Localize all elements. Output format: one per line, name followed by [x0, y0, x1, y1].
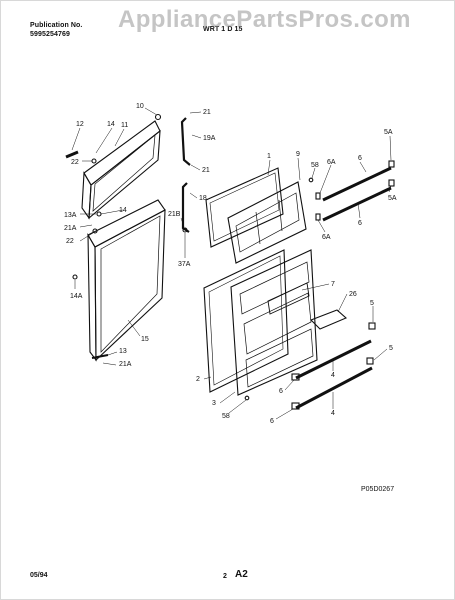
callout-21a-bottom: 21A [119, 361, 132, 368]
publication-number: 5995254769 [30, 31, 70, 38]
callout-6-mid: 6 [358, 220, 362, 227]
fresh-handle [181, 182, 190, 233]
footer-date: 05/94 [30, 572, 48, 579]
freezer-gasket-inner [209, 172, 280, 242]
callout-18: 18 [199, 195, 207, 202]
hinge-12 [65, 150, 79, 159]
shelf-bar-upper-2 [322, 186, 392, 222]
callout-6a-top: 6A [327, 159, 336, 166]
callout-5-upper: 5 [370, 300, 374, 307]
fresh-door-gasket [100, 215, 161, 353]
callout-21a-top: 21A [64, 225, 77, 232]
freezer-liner-divider [255, 211, 261, 245]
callout-21b: 21B [168, 211, 181, 218]
part-13 [91, 354, 109, 359]
callout-3: 3 [212, 400, 216, 407]
end-cap-5a-2 [388, 179, 395, 187]
fresh-liner-top-shelf [239, 261, 310, 315]
part-22-lower [92, 228, 98, 234]
part-14 [96, 211, 102, 217]
watermark: AppliancePartsPros.com [118, 6, 411, 33]
callout-11: 11 [121, 122, 128, 129]
callout-15: 15 [141, 336, 149, 343]
callout-6-top: 6 [358, 155, 362, 162]
callout-6a-bottom: 6A [322, 234, 331, 241]
callout-26: 26 [349, 291, 357, 298]
end-cap-5a-1 [388, 160, 395, 168]
end-cap-5-1 [368, 322, 376, 330]
freezer-liner [227, 181, 307, 264]
callout-14-mid: 14 [119, 207, 127, 214]
shelf-bar-upper-1 [322, 166, 392, 202]
callout-19a: 19A [203, 135, 216, 142]
dairy-door [267, 282, 310, 315]
callout-21-top: 21 [203, 109, 211, 116]
callout-5-lower: 5 [389, 345, 393, 352]
callout-14-top: 14 [107, 121, 115, 128]
fresh-door-panel [94, 209, 166, 362]
callout-13a: 13A [64, 212, 77, 219]
fresh-liner-bottom-shelf [245, 328, 314, 388]
freezer-gasket [205, 167, 284, 248]
callout-13: 13 [119, 348, 127, 355]
freezer-door-panel [88, 129, 161, 220]
freezer-liner-divider-2 [278, 199, 283, 232]
part-21b [182, 227, 188, 233]
callout-58-top: 58 [311, 162, 319, 169]
footer-page: 2 [223, 573, 227, 580]
egg-tray [310, 309, 348, 330]
shelf-bar-lower-1 [295, 339, 372, 380]
end-cap-6a-2 [315, 213, 321, 221]
part-22-upper [91, 158, 97, 164]
footer-section: A2 [235, 569, 248, 580]
callout-4-lower: 4 [331, 410, 335, 417]
hinge-pin-10 [154, 113, 162, 121]
callout-12: 12 [76, 121, 84, 128]
callout-2: 2 [196, 376, 200, 383]
callout-22-bottom: 22 [66, 238, 74, 245]
end-cap-6-2 [291, 402, 300, 410]
fresh-gasket [203, 249, 289, 393]
part-14a [72, 274, 78, 280]
fresh-liner [230, 249, 318, 396]
callout-58-bottom: 58 [222, 413, 230, 420]
callout-22-top: 22 [71, 159, 79, 166]
freezer-door-gasket [92, 134, 156, 212]
freezer-liner-shelf [235, 192, 300, 253]
callout-7: 7 [331, 281, 335, 288]
screw-58-upper [308, 177, 314, 183]
fresh-liner-mid-shelf [243, 292, 312, 355]
freezer-door-top-edge [83, 120, 161, 186]
callout-9: 9 [296, 151, 300, 158]
publication-label: Publication No. [30, 22, 83, 29]
freezer-handle [180, 117, 191, 166]
fresh-gasket-inner [208, 255, 284, 386]
callout-6-lower-1: 6 [279, 388, 283, 395]
callout-6-lower-2: 6 [270, 418, 274, 425]
screw-58-lower [244, 395, 250, 401]
callout-14a: 14A [70, 293, 83, 300]
callout-37a: 37A [178, 261, 191, 268]
callout-5a-bottom: 5A [388, 195, 397, 202]
callout-10: 10 [136, 103, 144, 110]
callout-5a-top: 5A [384, 129, 393, 136]
diagram-code: P05D0267 [361, 486, 394, 493]
end-cap-6-1 [291, 373, 300, 381]
end-cap-6a-1 [315, 192, 321, 200]
end-cap-5-2 [366, 357, 374, 365]
shelf-bar-lower-2 [295, 366, 373, 410]
callout-21-mid: 21 [202, 167, 210, 174]
callout-1: 1 [267, 153, 271, 160]
model-number: WRT 1 D 15 [203, 26, 243, 33]
callout-4-upper: 4 [331, 372, 335, 379]
